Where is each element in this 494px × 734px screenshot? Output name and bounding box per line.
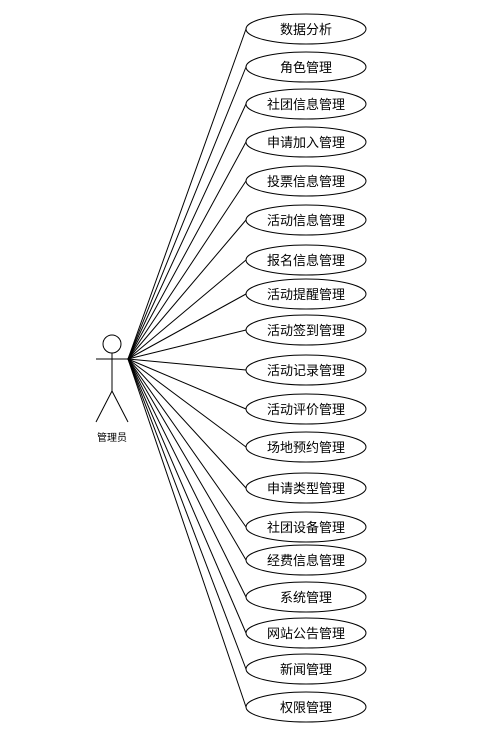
use-case-ellipse xyxy=(245,126,367,158)
use-case-ellipse xyxy=(245,13,367,45)
association-line xyxy=(127,28,247,360)
use-case: 经费信息管理 xyxy=(245,544,367,576)
use-case-label: 社团信息管理 xyxy=(267,97,345,113)
association-line xyxy=(127,358,247,670)
use-case-ellipse xyxy=(245,511,367,543)
association-line xyxy=(127,103,247,360)
use-case: 报名信息管理 xyxy=(245,244,367,276)
use-case-label: 社团设备管理 xyxy=(267,520,345,536)
actor-right-leg xyxy=(111,390,129,423)
use-case-ellipse xyxy=(245,431,367,463)
use-case: 活动评价管理 xyxy=(245,393,367,425)
association-line xyxy=(127,329,247,360)
association-line xyxy=(127,259,247,360)
use-case-label: 场地预约管理 xyxy=(267,441,345,456)
use-case: 社团信息管理 xyxy=(245,88,367,120)
use-case-label: 申请类型管理 xyxy=(267,482,345,497)
use-case-label: 数据分析 xyxy=(280,23,332,38)
use-case-label: 申请加入管理 xyxy=(267,136,345,151)
use-case-label: 报名信息管理 xyxy=(267,253,345,269)
use-case-label: 新闻管理 xyxy=(280,662,332,678)
actor-left-leg xyxy=(95,390,113,423)
use-case-ellipse xyxy=(245,278,367,310)
use-case: 投票信息管理 xyxy=(245,165,367,197)
association-line xyxy=(127,358,247,634)
use-case-ellipse xyxy=(245,691,367,723)
use-case: 活动记录管理 xyxy=(245,354,367,386)
association-line xyxy=(127,358,247,598)
association-lines xyxy=(127,28,247,708)
association-line xyxy=(127,358,247,410)
use-case-ellipse xyxy=(245,393,367,425)
use-case-ellipse xyxy=(245,544,367,576)
use-case-ellipse xyxy=(245,314,367,346)
association-line xyxy=(127,358,247,708)
use-case-ellipse xyxy=(245,165,367,197)
use-case-label: 经费信息管理 xyxy=(267,553,345,569)
use-case: 活动签到管理 xyxy=(245,314,367,346)
association-line xyxy=(127,141,247,360)
use-case: 活动信息管理 xyxy=(245,204,367,236)
use-case-list: 数据分析角色管理社团信息管理申请加入管理投票信息管理活动信息管理报名信息管理活动… xyxy=(245,13,367,723)
use-case-label: 活动提醒管理 xyxy=(267,287,345,303)
association-line xyxy=(127,358,247,528)
use-case-label: 角色管理 xyxy=(280,60,332,76)
use-case: 申请加入管理 xyxy=(245,126,367,158)
use-case-label: 权限管理 xyxy=(280,700,332,716)
actor-administrator: 管理员 xyxy=(95,334,129,444)
use-case: 角色管理 xyxy=(245,51,367,83)
association-line xyxy=(127,293,247,360)
actor-name: 管理员 xyxy=(97,431,127,444)
use-case-ellipse xyxy=(245,51,367,83)
use-case-ellipse xyxy=(245,653,367,685)
use-case: 新闻管理 xyxy=(245,653,367,685)
association-line xyxy=(127,358,247,371)
use-case-ellipse xyxy=(245,88,367,120)
association-line xyxy=(127,358,247,561)
use-case-label: 活动签到管理 xyxy=(267,323,345,339)
use-case: 网站公告管理 xyxy=(245,617,367,649)
use-case-label: 投票信息管理 xyxy=(267,174,345,190)
use-case-label: 活动评价管理 xyxy=(267,403,345,418)
use-case-ellipse xyxy=(245,581,367,613)
use-case: 数据分析 xyxy=(245,13,367,45)
use-case: 申请类型管理 xyxy=(245,472,367,504)
association-line xyxy=(127,358,247,448)
use-case-ellipse xyxy=(245,617,367,649)
association-line xyxy=(127,66,247,360)
use-case-label: 网站公告管理 xyxy=(267,627,345,642)
association-line xyxy=(127,180,247,360)
use-case-ellipse xyxy=(245,244,367,276)
use-case-label: 活动记录管理 xyxy=(267,364,345,379)
use-case-ellipse xyxy=(245,204,367,236)
association-line xyxy=(127,358,247,489)
use-case-label: 系统管理 xyxy=(280,591,332,606)
use-case: 系统管理 xyxy=(245,581,367,613)
use-case: 社团设备管理 xyxy=(245,511,367,543)
use-case: 场地预约管理 xyxy=(245,431,367,463)
use-case: 活动提醒管理 xyxy=(245,278,367,310)
actor-head xyxy=(102,334,122,354)
use-case-ellipse xyxy=(245,472,367,504)
use-case-label: 活动信息管理 xyxy=(267,213,345,229)
use-case: 权限管理 xyxy=(245,691,367,723)
association-line xyxy=(127,219,247,360)
use-case-ellipse xyxy=(245,354,367,386)
